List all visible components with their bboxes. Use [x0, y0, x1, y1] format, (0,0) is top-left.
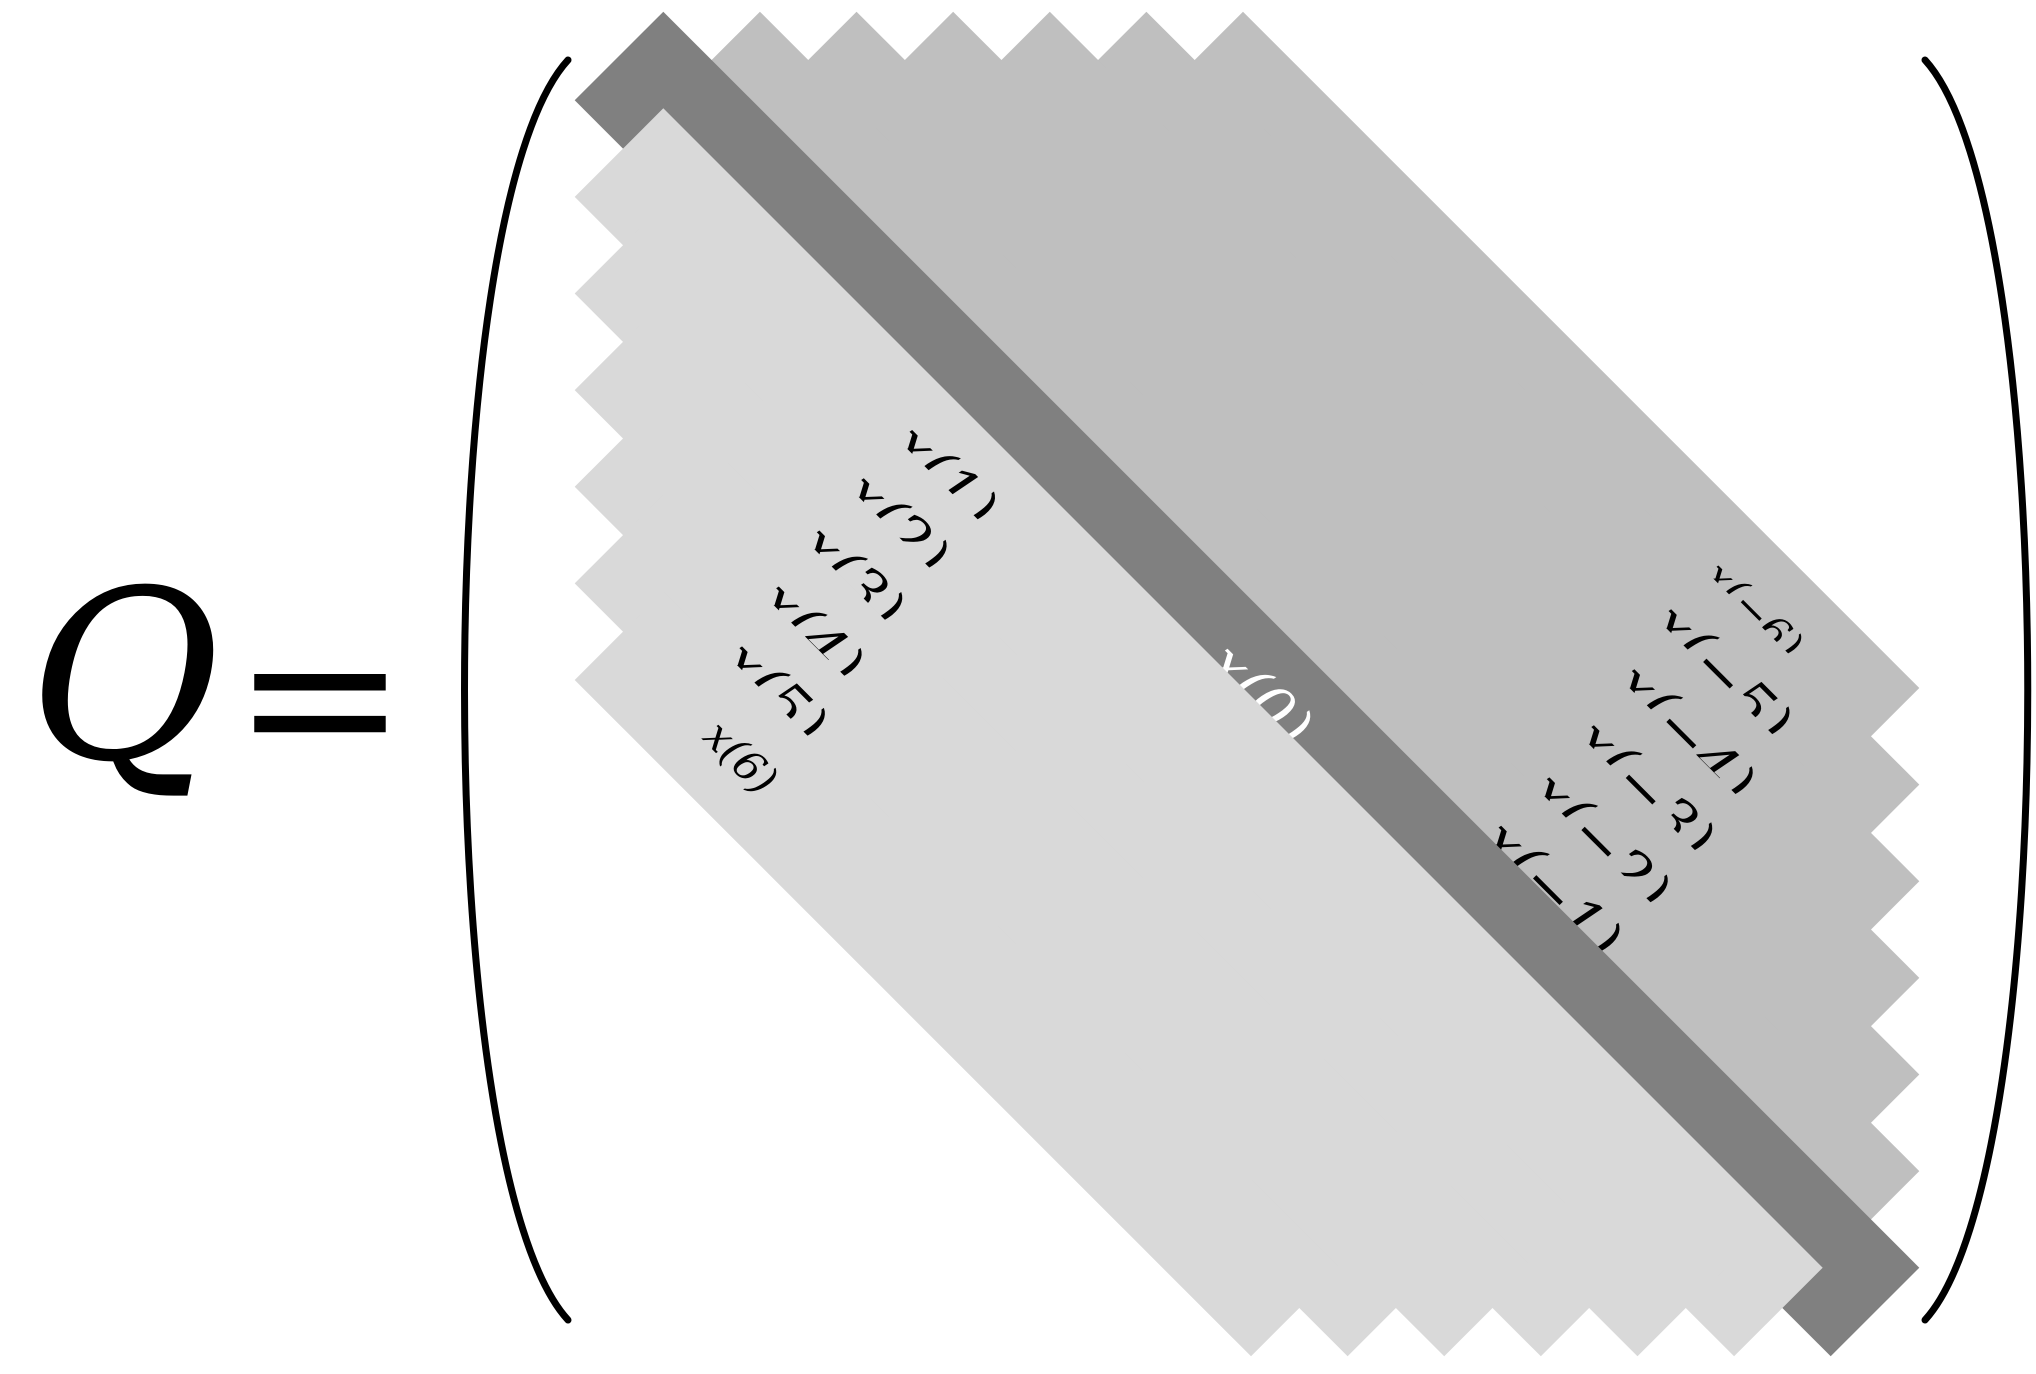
- band-main: [574, 11, 1920, 1357]
- band-upper-2: [767, 11, 1920, 1164]
- band-upper-1: [671, 11, 1920, 1260]
- band-lower-4: [574, 398, 1533, 1357]
- diagonal-bands: x(−6)x(−5)x(−4)x(−3)x(−2)x(−1)x(0)x(1)x(…: [574, 11, 1920, 1357]
- left-parenthesis: [461, 56, 572, 1324]
- band-lower-2: [574, 204, 1727, 1357]
- band-upper-5: [1057, 11, 1920, 874]
- band-upper-6: [1154, 11, 1920, 777]
- equals-sign: =: [232, 574, 408, 819]
- band-lower-5: [574, 494, 1437, 1357]
- band-lower-6: [574, 591, 1340, 1357]
- right-parenthesis: [1921, 56, 2032, 1324]
- matrix-symbol: Q: [28, 541, 221, 814]
- band-upper-3: [864, 11, 1920, 1067]
- band-lower-1: [574, 108, 1823, 1357]
- band-lower-3: [574, 301, 1630, 1357]
- band-upper-4: [961, 11, 1920, 970]
